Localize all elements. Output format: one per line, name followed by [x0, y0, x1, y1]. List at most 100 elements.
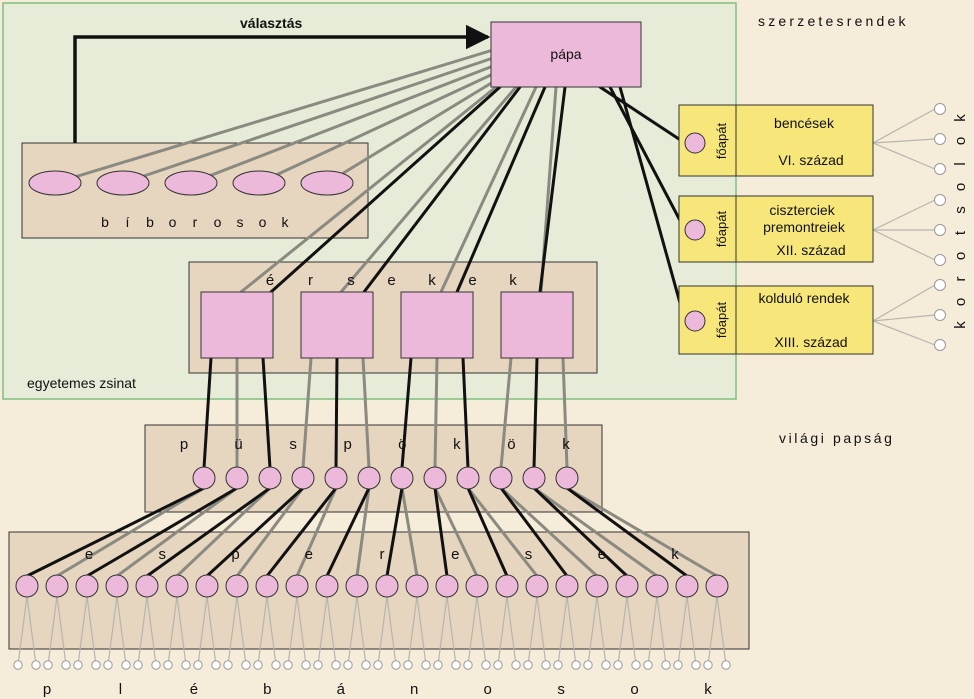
connector-line: [626, 595, 637, 666]
connector-line: [499, 486, 599, 578]
monasteries-letter: t: [952, 230, 969, 235]
cardinal-node: [232, 170, 286, 196]
label-letter: e: [305, 546, 313, 563]
connector-line: [197, 595, 208, 666]
connector-line: [707, 595, 718, 666]
dean-node: [225, 574, 249, 598]
monastic-orders-label: szerzetesrendek: [758, 13, 909, 29]
connector-line: [235, 486, 305, 578]
connector-line: [356, 595, 367, 666]
parish-priest-node: [691, 660, 701, 670]
connector-line: [56, 595, 67, 666]
label-letter: s: [237, 214, 244, 230]
parish-priest-node: [511, 660, 521, 670]
connector-line: [872, 314, 936, 322]
connector-line: [317, 595, 328, 666]
dean-node: [315, 574, 339, 598]
label-letter: k: [282, 214, 290, 230]
parish-priest-node: [721, 660, 731, 670]
connector-line: [686, 595, 697, 666]
order-century: XIII. század: [774, 334, 847, 350]
connector-line: [55, 486, 206, 578]
dean-node: [75, 574, 99, 598]
parish-priest-node: [163, 660, 173, 670]
parish-priest-node: [211, 660, 221, 670]
connector-line: [296, 595, 307, 666]
label-letter: í: [126, 214, 130, 230]
label-letter: b: [263, 681, 271, 698]
label-letter: r: [308, 272, 313, 289]
secular-clergy-label: világi papság: [779, 430, 895, 446]
label-letter: s: [289, 436, 297, 453]
bishop-node: [357, 466, 381, 490]
council-label: egyetemes zsinat: [27, 375, 136, 391]
monasteries-letter: o: [952, 137, 969, 145]
gray-connector-lines: [53, 48, 719, 578]
dean-node: [105, 574, 129, 598]
connector-line: [532, 486, 629, 578]
connector-line: [656, 595, 667, 666]
connector-line: [872, 199, 936, 231]
label-letter: o: [214, 214, 222, 230]
parish-priest-node: [643, 660, 653, 670]
parish-priest-node: [631, 660, 641, 670]
label-letter: o: [169, 214, 177, 230]
label-letter: o: [630, 681, 638, 698]
bishop-node: [555, 466, 579, 490]
dean-node: [45, 574, 69, 598]
parish-priest-node: [91, 660, 101, 670]
connector-line: [677, 595, 688, 666]
connector-line: [872, 108, 936, 144]
connector-line: [716, 595, 727, 666]
connector-line: [85, 486, 239, 578]
connector-line: [26, 595, 37, 666]
bishop-node: [423, 466, 447, 490]
parish-priest-node: [373, 660, 383, 670]
parish-priest-node: [193, 660, 203, 670]
monastery-node: [934, 279, 946, 291]
connector-line: [269, 85, 502, 294]
label-letter: e: [598, 546, 606, 563]
dean-node: [345, 574, 369, 598]
order-box: [678, 285, 874, 355]
parish-priest-node: [43, 660, 53, 670]
order-box: [678, 195, 874, 263]
parish-priest-node: [121, 660, 131, 670]
order-box: [678, 104, 874, 177]
monasteries-letter: r: [952, 277, 969, 282]
archbishop-node: [200, 291, 274, 359]
dark-connector-lines: [25, 85, 689, 578]
connector-line: [266, 595, 277, 666]
parish-priest-node: [661, 660, 671, 670]
parish-priest-node: [151, 660, 161, 670]
monasteries-letter: l: [952, 162, 969, 165]
parish-priest-node: [403, 660, 413, 670]
connector-line: [400, 486, 419, 578]
connector-line: [506, 595, 517, 666]
monasteries-letter: o: [952, 298, 969, 306]
connector-line: [53, 48, 495, 185]
connector-line: [407, 595, 418, 666]
connector-line: [339, 85, 518, 294]
connector-line: [257, 72, 495, 185]
connector-line: [872, 138, 936, 144]
connector-line: [466, 486, 539, 578]
label-letter: p: [344, 436, 352, 453]
connector-line: [334, 356, 339, 470]
label-letter: l: [119, 681, 122, 698]
monastery-node: [934, 339, 946, 351]
connector-line: [146, 595, 157, 666]
connector-line: [557, 595, 568, 666]
parish-priest-node: [583, 660, 593, 670]
abbot-node: [684, 132, 706, 154]
parish-priest-node: [421, 660, 431, 670]
connector-line: [536, 595, 547, 666]
connector-line: [325, 486, 371, 578]
abbot-node: [684, 310, 706, 332]
parish-priest-node: [481, 660, 491, 670]
connector-line: [872, 229, 936, 261]
cardinal-node: [164, 170, 218, 196]
label-letter: s: [347, 272, 355, 289]
label-letter: ü: [234, 436, 242, 453]
